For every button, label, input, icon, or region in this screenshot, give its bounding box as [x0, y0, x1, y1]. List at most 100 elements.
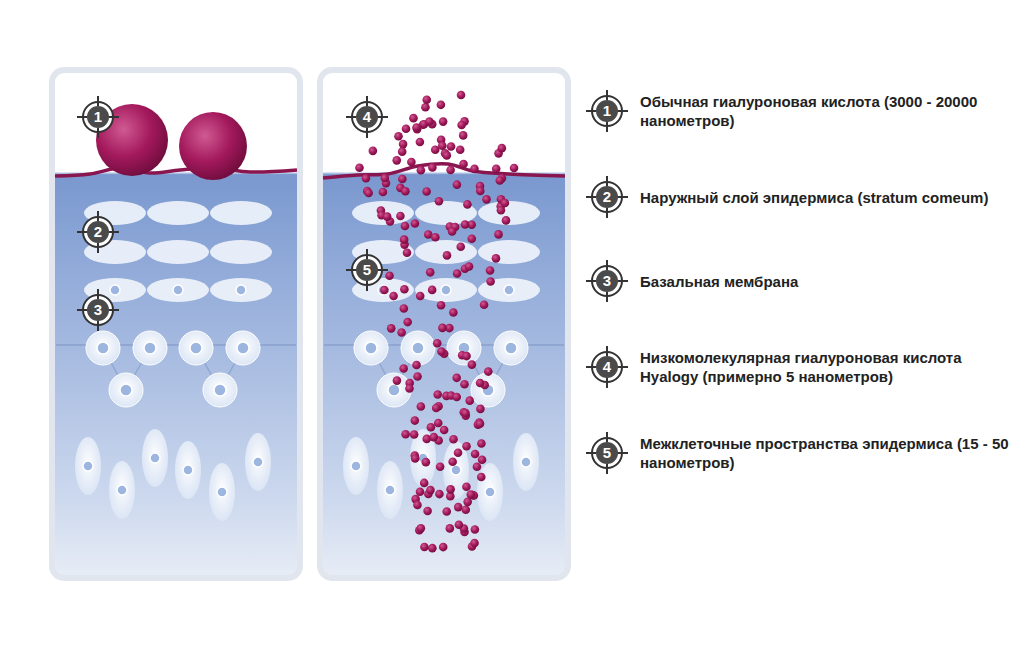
legend-text: Базальная мембрана — [640, 272, 1010, 291]
callout-markers — [77, 90, 628, 474]
marker-tick — [618, 452, 628, 454]
small-ha-particle — [355, 163, 364, 172]
small-ha-particle — [470, 165, 479, 174]
small-ha-particle — [454, 503, 463, 512]
marker-ring — [352, 255, 382, 285]
elongated-cell — [75, 437, 101, 495]
small-ha-particle — [420, 543, 429, 552]
callout-marker — [77, 96, 119, 138]
marker-disc — [596, 356, 618, 378]
small-ha-particle — [477, 473, 486, 482]
round-cell — [109, 373, 143, 407]
callout-marker — [346, 96, 388, 138]
marker-disc — [356, 106, 378, 128]
round-cell — [133, 331, 167, 365]
marker-tick — [366, 96, 368, 106]
small-ha-particle — [456, 242, 465, 251]
callout-marker — [586, 176, 628, 218]
small-ha-particle — [435, 197, 444, 206]
small-ha-particle — [411, 454, 420, 463]
elongated-cell — [175, 441, 201, 499]
small-ha-particle — [421, 103, 430, 112]
marker-ring — [83, 295, 113, 325]
cell-nucleus — [451, 465, 461, 475]
callout-number: 2 — [595, 188, 619, 206]
small-ha-particle — [433, 390, 442, 399]
elongated-cell — [343, 437, 369, 495]
legend-text: Межклеточные пространства эпидермиса (15… — [640, 434, 1010, 472]
marker-tick — [586, 366, 596, 368]
small-ha-particle — [502, 216, 511, 225]
legend-text: Низкомолекулярная гиалуроновая кислота H… — [640, 348, 1010, 386]
hyaluronic-particles — [355, 91, 518, 553]
small-ha-particle — [433, 339, 442, 348]
marker-tick — [606, 260, 608, 270]
small-ha-particle — [437, 101, 446, 110]
small-ha-particle — [492, 164, 501, 173]
cell-nucleus — [190, 342, 202, 354]
callout-number: 3 — [595, 272, 619, 290]
marker-disc — [356, 259, 378, 281]
small-ha-particle — [449, 435, 458, 444]
cell-nucleus — [83, 461, 93, 471]
marker-disc — [87, 299, 109, 321]
elongated-cell — [109, 461, 135, 519]
epidermis-cell — [147, 201, 209, 225]
skin-panel — [52, 70, 568, 578]
small-ha-particle — [463, 498, 472, 507]
marker-tick — [109, 309, 119, 311]
small-ha-particle — [412, 123, 421, 132]
small-ha-particle — [438, 324, 447, 333]
small-ha-particle — [448, 227, 457, 236]
skin-surface — [323, 164, 565, 178]
cell-nucleus — [173, 285, 183, 295]
small-ha-particle — [411, 219, 420, 228]
small-ha-particle — [428, 544, 437, 553]
small-ha-particle — [385, 271, 394, 280]
small-ha-particle — [443, 251, 452, 260]
small-ha-particle — [405, 384, 414, 393]
epidermis-cell — [478, 240, 540, 264]
small-ha-particle — [426, 486, 435, 495]
small-ha-particle — [437, 301, 446, 310]
cell-nucleus — [183, 465, 193, 475]
small-ha-particle — [428, 286, 437, 295]
marker-ring — [592, 352, 622, 382]
marker-tick — [97, 321, 99, 331]
small-ha-particle — [461, 220, 470, 229]
small-ha-particle — [455, 520, 464, 529]
small-ha-particle — [428, 163, 437, 172]
small-ha-particle — [425, 117, 434, 126]
marker-tick — [606, 464, 608, 474]
small-ha-particle — [399, 364, 408, 373]
small-ha-particle — [454, 448, 463, 457]
skin-panel — [320, 70, 568, 578]
marker-disc — [87, 106, 109, 128]
small-ha-particle — [398, 175, 407, 184]
small-ha-particle — [369, 147, 378, 156]
marker-tick — [606, 292, 608, 302]
small-ha-particle — [492, 254, 501, 263]
small-ha-particle — [466, 490, 475, 499]
small-ha-particle — [452, 374, 461, 383]
small-ha-particle — [413, 501, 422, 510]
small-ha-particle — [462, 442, 471, 451]
small-ha-particle — [476, 379, 485, 388]
small-ha-particle — [470, 539, 479, 548]
small-ha-particle — [393, 376, 402, 385]
marker-disc — [596, 100, 618, 122]
skin-panel — [52, 70, 300, 578]
epidermis-cell — [147, 278, 209, 302]
epidermis-cell — [210, 240, 272, 264]
epidermis-cell — [210, 278, 272, 302]
small-ha-particle — [437, 347, 446, 356]
marker-tick — [366, 281, 368, 291]
marker-disc — [596, 442, 618, 464]
callout-number: 2 — [86, 223, 110, 241]
small-ha-particle — [462, 352, 471, 361]
legend-text: Наружный слой эпидермиса (stratum comeum… — [640, 188, 1010, 207]
small-ha-particle — [482, 195, 491, 204]
marker-tick — [97, 289, 99, 299]
marker-tick — [606, 378, 608, 388]
small-ha-particle — [401, 430, 410, 439]
